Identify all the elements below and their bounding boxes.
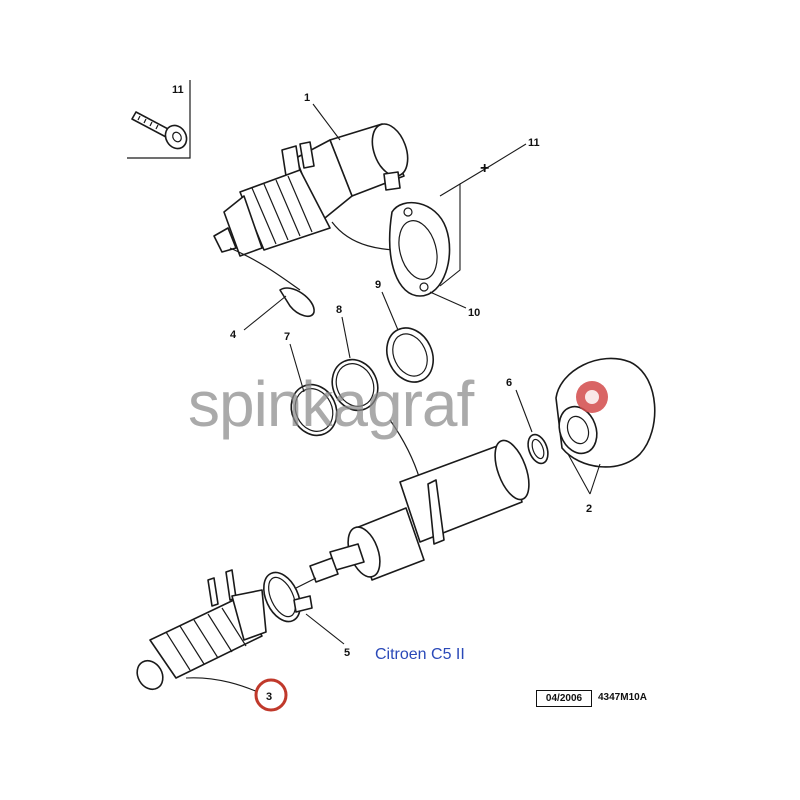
callout-3-highlight: 3 bbox=[254, 678, 288, 712]
part-10-gasket: + 11 10 bbox=[388, 137, 540, 319]
bolt-inset: 11 bbox=[127, 80, 191, 159]
plus-symbol: + bbox=[480, 160, 489, 177]
callout-10: 10 bbox=[468, 307, 480, 319]
callout-2: 2 bbox=[586, 503, 592, 515]
callout-11-inset: 11 bbox=[172, 84, 184, 96]
drawing-ref: 4347M10A bbox=[598, 692, 647, 703]
callout-8: 8 bbox=[336, 304, 342, 316]
part-3-boot bbox=[136, 569, 267, 693]
part-4-clip: 4 bbox=[230, 295, 287, 341]
callout-11: 11 bbox=[528, 137, 540, 149]
callout-5: 5 bbox=[344, 647, 350, 659]
part-5-clamp: 5 bbox=[263, 571, 350, 659]
date-code: 04/2006 bbox=[536, 690, 592, 707]
red-circle-logo bbox=[576, 381, 608, 413]
callout-9: 9 bbox=[375, 279, 381, 291]
callout-7: 7 bbox=[284, 331, 290, 343]
push-rod bbox=[291, 543, 365, 591]
part-1-master-cylinder: 1 bbox=[213, 92, 421, 318]
callout-1: 1 bbox=[304, 92, 310, 104]
seal-rings: 7 8 9 bbox=[284, 279, 434, 481]
bolt-icon bbox=[131, 111, 188, 150]
part-6-o-ring: 6 bbox=[506, 377, 549, 465]
callout-3: 3 bbox=[266, 691, 272, 703]
model-name: Citroen C5 II bbox=[375, 646, 465, 663]
callout-6: 6 bbox=[506, 377, 512, 389]
watermark: spinkagraf bbox=[188, 368, 608, 440]
callout-4: 4 bbox=[230, 329, 237, 341]
watermark-text: spinkagraf bbox=[188, 368, 475, 440]
part-2-slave-cylinder: 2 bbox=[347, 357, 656, 581]
